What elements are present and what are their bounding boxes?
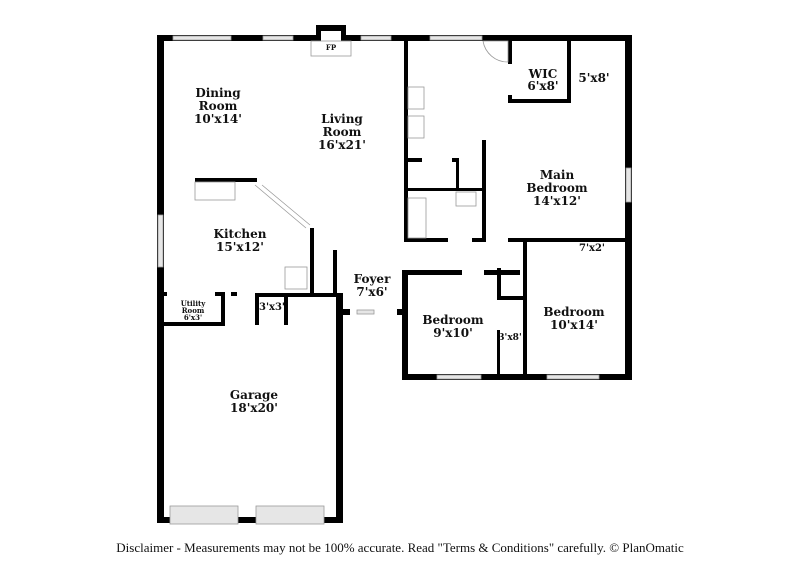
sink-icon xyxy=(407,115,425,139)
sink-icon xyxy=(455,191,477,207)
fireplace-hearth xyxy=(310,40,352,57)
closet-bed2-label: 3'x8' xyxy=(498,333,521,343)
walls xyxy=(157,25,632,523)
bathtub-icon xyxy=(407,197,427,239)
counter-icon xyxy=(254,184,311,229)
closet-small-label: 3'x3' xyxy=(259,302,285,313)
hvac-icon xyxy=(284,266,308,290)
fireplace-label: FP xyxy=(326,43,337,52)
stove-icon xyxy=(194,181,236,201)
disclaimer-text: Disclaimer - Measurements may not be 100… xyxy=(116,540,684,555)
windows xyxy=(157,35,632,525)
fixtures xyxy=(194,40,509,290)
shower-icon xyxy=(482,40,509,63)
closet-bed3-label: 7'x2' xyxy=(579,243,605,254)
closet-main-label: 5'x8' xyxy=(578,71,609,85)
sink-icon xyxy=(407,86,425,110)
